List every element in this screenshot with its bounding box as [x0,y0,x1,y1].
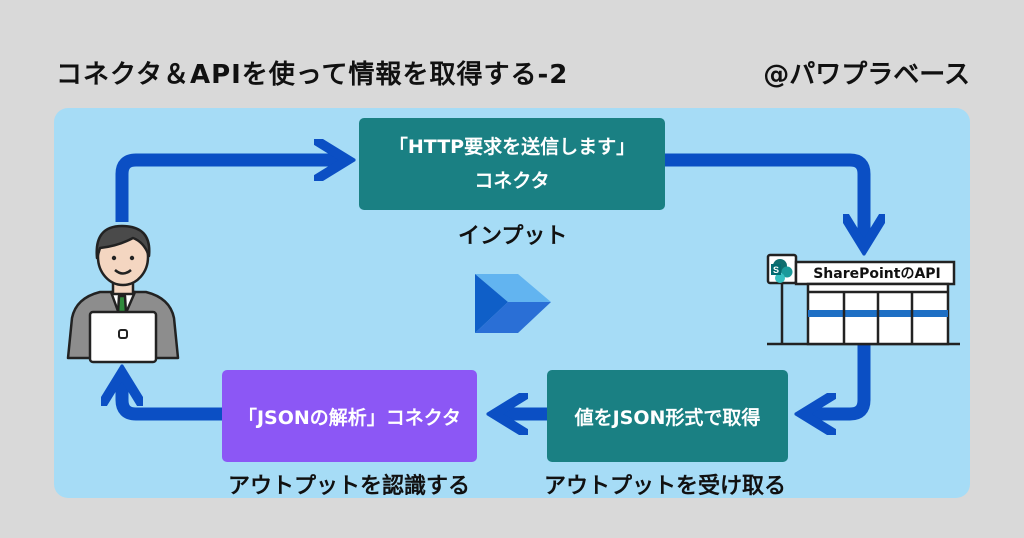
http-connector-line1: 「HTTP要求を送信します」 [388,136,636,158]
arrow-to-person [122,380,222,421]
http-request-connector-box: 「HTTP要求を送信します」 コネクタ [359,118,665,210]
arrow-to-value-box [810,345,871,414]
json-value-label: 値をJSON形式で取得 [574,406,761,429]
brand-label: @パワプラベース [763,60,970,90]
recognize-output-caption: アウトプットを認識する [228,474,471,499]
power-automate-logo-icon [475,274,551,333]
receive-output-caption: アウトプットを受け取る [544,474,787,499]
sharepoint-store-icon [766,253,960,346]
http-connector-line2: コネクタ [474,170,550,192]
page-title: コネクタ＆APIを使って情報を取得する-2 [56,60,569,90]
json-value-box: 値をJSON形式で取得 [547,370,788,462]
input-caption: インプット [458,224,568,249]
svg-text:S: S [773,265,779,275]
parse-json-label: 「JSONの解析」コネクタ [237,406,462,429]
arrow-to-http [115,160,340,222]
sharepoint-logo-icon: S [771,259,793,283]
user-laptop-icon [66,224,180,364]
arrow-to-sharepoint [665,153,864,240]
sharepoint-api-label: SharePointのAPI [813,266,941,282]
parse-json-connector-box: 「JSONの解析」コネクタ [222,370,477,462]
